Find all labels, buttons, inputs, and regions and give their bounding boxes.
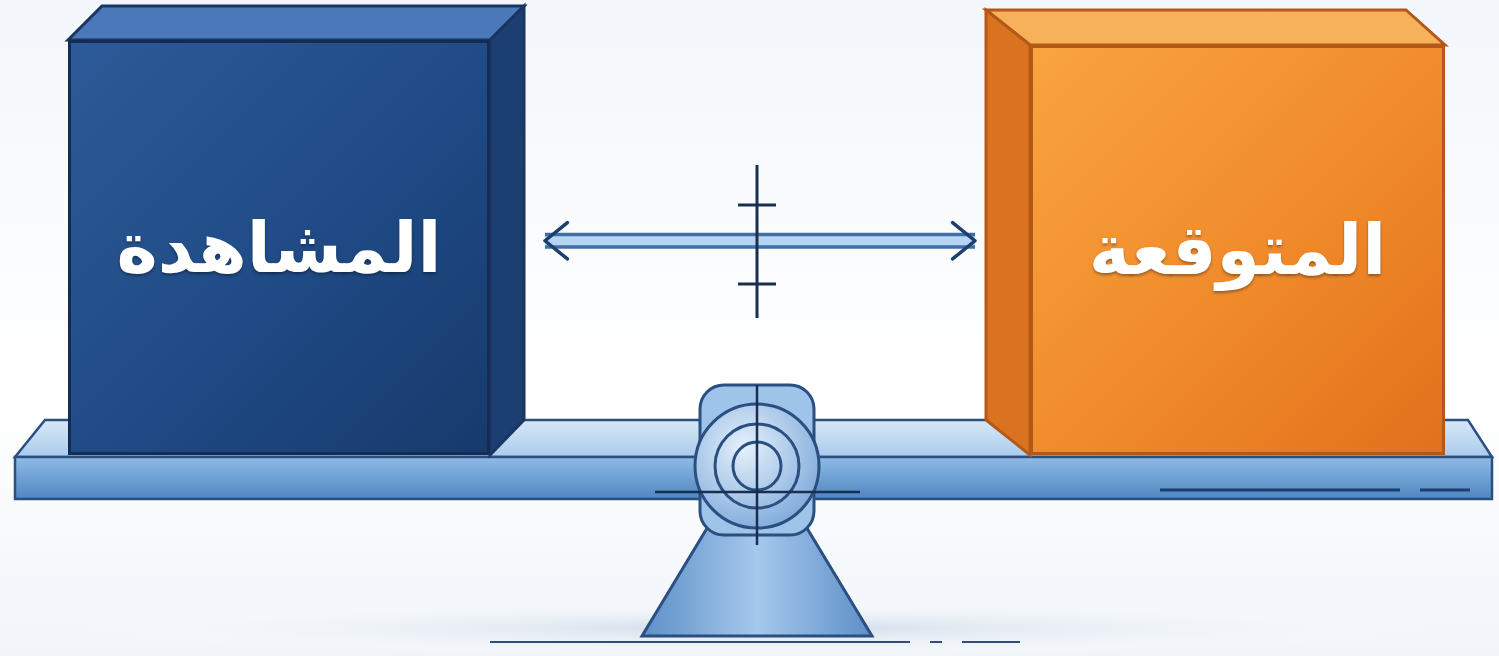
crosshair-line — [756, 385, 759, 545]
box-label: المتوقعة — [1089, 209, 1386, 291]
balance-tick — [738, 204, 776, 207]
expected-box: المتوقعة — [1030, 45, 1445, 455]
ground-line — [490, 641, 1020, 643]
box-side-face — [490, 6, 524, 455]
box-top-face — [986, 10, 1445, 45]
balance-tick — [738, 283, 776, 286]
beam-detail — [1420, 489, 1470, 492]
box-side-face — [986, 10, 1030, 455]
arrow-outline — [545, 233, 975, 249]
box-label: المشاهدة — [116, 207, 441, 289]
arrow-shaft — [545, 236, 975, 245]
double-arrow — [545, 240, 975, 241]
observed-box: المشاهدة — [68, 40, 490, 455]
beam-detail — [1160, 489, 1400, 492]
balance-tick — [756, 165, 759, 318]
box-top-face — [68, 6, 524, 40]
